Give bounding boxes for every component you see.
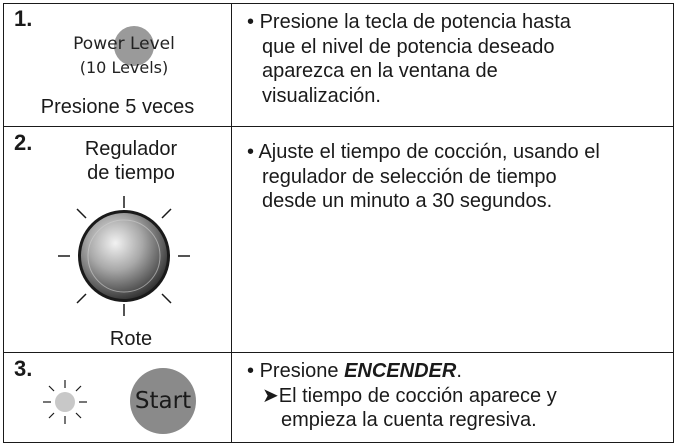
- start-button-label: Start: [134, 388, 192, 414]
- step-2-line-1: • Ajuste el tiempo de cocción, usando el: [247, 141, 600, 163]
- timer-dial-icon[interactable]: [54, 190, 194, 322]
- step-3-line-1: • Presione ENCENDER.: [247, 360, 462, 382]
- power-level-label: Power Level: [73, 34, 175, 54]
- row-divider-2: [4, 352, 673, 353]
- step-1-line-4: visualización.: [262, 84, 381, 107]
- power-level-button[interactable]: [114, 26, 154, 66]
- step-2-line-2: regulador de selección de tiempo: [262, 165, 557, 188]
- step-1-line-1: • Presione la tecla de potencia hasta: [247, 11, 571, 33]
- instruction-table: 1. Power Level (10 Levels) Presione 5 ve…: [3, 3, 674, 443]
- timer-label-line-1: Regulador: [84, 138, 178, 160]
- step-1-line-2: que el nivel de potencia deseado: [262, 35, 555, 58]
- column-divider: [231, 4, 232, 442]
- step-number-1: 1.: [14, 6, 33, 31]
- step-3-line-3: empieza la cuenta regresiva.: [281, 409, 537, 431]
- step-1-line-3: aparezca en la ventana de: [262, 60, 498, 82]
- step-2-description: • Ajuste el tiempo de cocción, usando el…: [247, 140, 667, 214]
- step-number-2: 2.: [14, 130, 33, 155]
- encender-emphasis: ENCENDER: [344, 360, 457, 382]
- start-button[interactable]: Start: [130, 368, 196, 434]
- step-3-line-2: ➤El tiempo de cocción aparece y: [262, 384, 557, 407]
- arrow-icon: ➤: [262, 384, 279, 407]
- step-2-line-3: desde un minuto a 30 segundos.: [262, 190, 553, 212]
- power-level-sublabel: (10 Levels): [79, 58, 169, 77]
- step-3-description: • Presione ENCENDER. ➤El tiempo de cocci…: [247, 359, 667, 433]
- row-divider-1: [4, 126, 673, 127]
- step-1-description: • Presione la tecla de potencia hasta qu…: [247, 10, 667, 108]
- indicator-light-icon: [43, 380, 87, 424]
- step-2-caption: Rote: [109, 328, 153, 350]
- step-1-caption: Presione 5 veces: [40, 96, 195, 118]
- timer-label-line-2: de tiempo: [87, 162, 175, 184]
- step-number-3: 3.: [14, 356, 33, 381]
